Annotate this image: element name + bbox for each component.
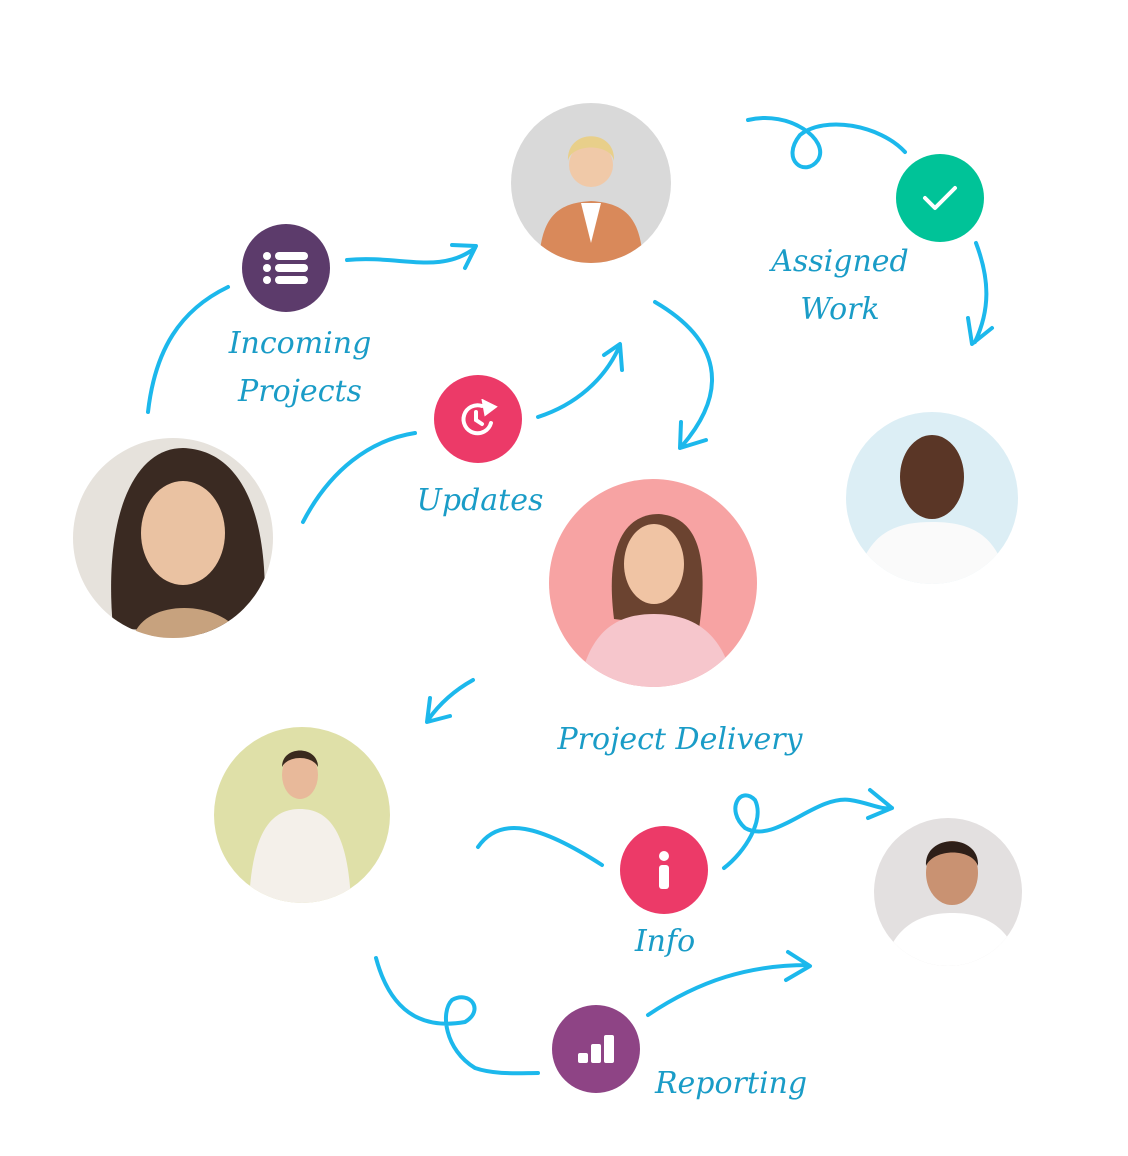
avatar-man-white-shirt [846, 412, 1018, 584]
arrow-reporting-to-right [646, 950, 812, 1017]
arrow-left-to-updates [301, 431, 417, 524]
avatar-asian-woman [73, 438, 273, 638]
avatar-blonde-woman [511, 103, 671, 263]
avatar-man-sweater [214, 727, 390, 903]
assigned-work-button[interactable] [896, 154, 984, 242]
label-line: Work [800, 292, 880, 327]
label-line: Incoming [228, 326, 372, 361]
incoming-projects-button[interactable] [242, 224, 330, 312]
arrow-delivery-to-left [425, 678, 475, 724]
list-icon [263, 252, 308, 284]
avatar-woman-pink [549, 479, 757, 687]
arrow-updates-up [536, 342, 624, 419]
info-label: Info [634, 924, 696, 959]
updates-label: Updates [416, 483, 544, 518]
reporting-label: Reporting [654, 1066, 808, 1101]
arrow-assigned-down [966, 241, 994, 346]
incoming-projects-label: Incoming Projects [200, 320, 400, 416]
arrow-incoming-to-top [345, 243, 478, 270]
clock-refresh-icon [461, 399, 498, 436]
info-button[interactable] [620, 826, 708, 914]
arrow-wave-to-info [476, 826, 604, 867]
arrow-top-loop [746, 116, 907, 170]
arrow-left-up [146, 285, 230, 414]
project-delivery-label: Project Delivery [557, 722, 803, 757]
label-line: Assigned [771, 244, 909, 279]
reporting-button[interactable] [552, 1005, 640, 1093]
updates-button[interactable] [434, 375, 522, 463]
info-icon [659, 851, 669, 889]
arrow-top-to-delivery [653, 300, 714, 450]
arrow-info-loop [722, 788, 894, 870]
assigned-work-label: Assigned Work [740, 238, 940, 334]
bar-chart-icon [578, 1035, 614, 1063]
arrow-bottom-loop [374, 956, 540, 1076]
avatar-man-smiling [874, 818, 1022, 966]
label-line: Projects [238, 374, 362, 409]
check-icon [923, 186, 957, 210]
